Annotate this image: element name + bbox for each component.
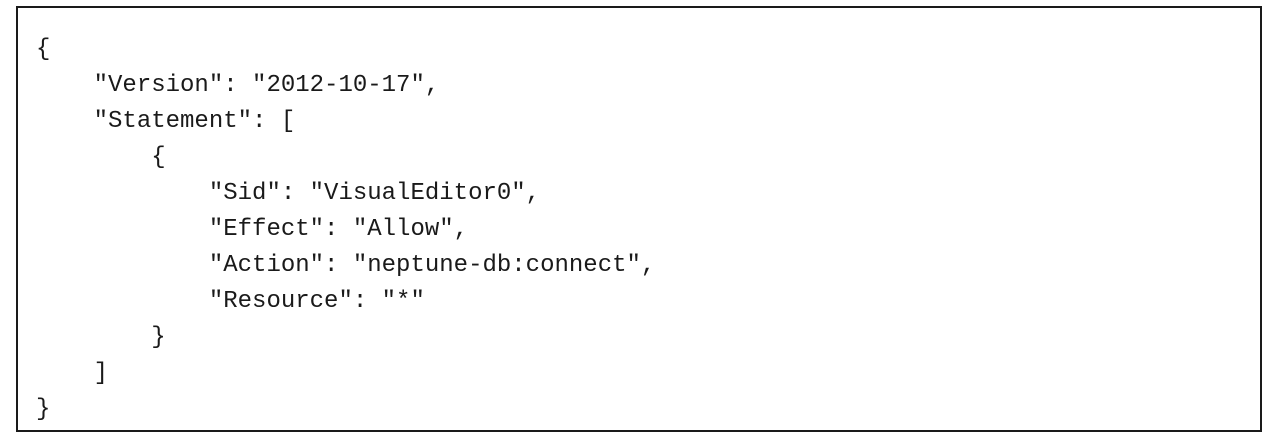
code-line-version: "Version": "2012-10-17", xyxy=(36,72,440,99)
code-lines: { "Version": "2012-10-17", "Statement": … xyxy=(36,32,655,428)
code-line-array-close: ] xyxy=(36,360,109,387)
code-line-resource: "Resource": "*" xyxy=(36,288,425,315)
json-code-block: { "Version": "2012-10-17", "Statement": … xyxy=(16,6,1262,432)
code-line-open-brace: { xyxy=(36,36,51,63)
code-line-action: "Action": "neptune-db:connect", xyxy=(36,252,656,279)
code-line-statement-open: { xyxy=(36,144,166,171)
code-line-statement: "Statement": [ xyxy=(36,108,296,135)
code-line-close-brace: } xyxy=(36,396,51,423)
code-line-effect: "Effect": "Allow", xyxy=(36,216,469,243)
code-line-sid: "Sid": "VisualEditor0", xyxy=(36,180,541,207)
code-line-statement-close: } xyxy=(36,324,166,351)
